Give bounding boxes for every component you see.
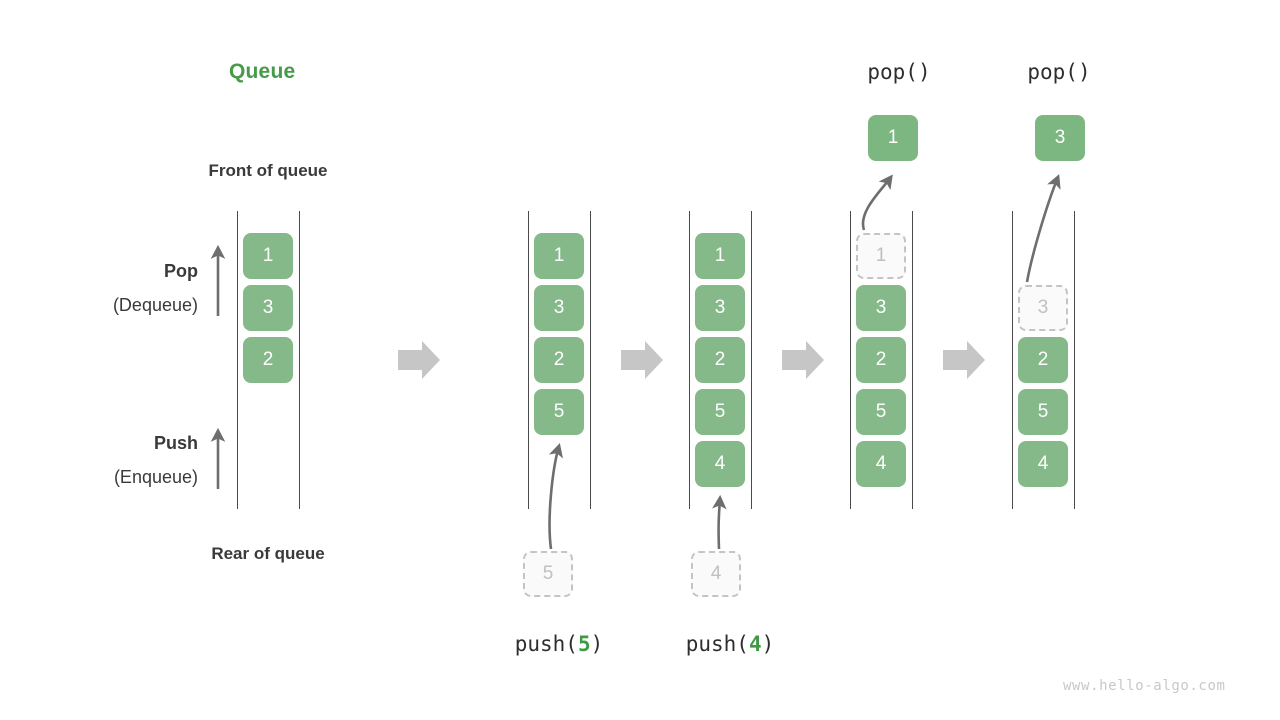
queue-cell-new: 4 <box>695 441 745 487</box>
queue-cell: 2 <box>243 337 293 383</box>
queue-cell: 3 <box>856 285 906 331</box>
operation-label-push-5: push(5) <box>459 632 659 656</box>
operation-label-pop-1: pop() <box>799 60 999 84</box>
queue-rail-right <box>751 211 752 509</box>
queue-cell: 4 <box>856 441 906 487</box>
push-4-arrow <box>712 494 727 550</box>
transition-arrow <box>782 341 824 379</box>
pop-label: Pop <box>164 261 198 281</box>
transition-arrow <box>943 341 985 379</box>
incoming-element-ghost: 4 <box>691 551 741 597</box>
queue-cell: 1 <box>695 233 745 279</box>
queue-rail-left <box>237 211 238 509</box>
popped-element: 3 <box>1035 115 1085 161</box>
queue-cell: 3 <box>243 285 293 331</box>
queue-rail-left <box>528 211 529 509</box>
enqueue-label: (Enqueue) <box>113 467 198 487</box>
queue-cell: 4 <box>1018 441 1068 487</box>
queue-rail-right <box>590 211 591 509</box>
queue-cell: 2 <box>534 337 584 383</box>
op-suffix: ) <box>761 632 775 656</box>
transition-arrow <box>621 341 663 379</box>
op-prefix: pop( <box>867 60 918 84</box>
dequeue-label: (Dequeue) <box>112 295 198 315</box>
op-arg: 5 <box>577 632 591 656</box>
op-suffix: ) <box>1077 60 1091 84</box>
transition-arrow <box>398 341 440 379</box>
queue-cell: 2 <box>695 337 745 383</box>
queue-cell: 5 <box>1018 389 1068 435</box>
front-of-queue-label: Front of queue <box>208 161 328 180</box>
queue-rail-left <box>689 211 690 509</box>
queue-cell-ghost: 3 <box>1018 285 1068 331</box>
op-arg: 4 <box>748 632 762 656</box>
queue-cell-new: 5 <box>534 389 584 435</box>
queue-cell: 1 <box>534 233 584 279</box>
op-prefix: push( <box>685 632 749 656</box>
queue-cell: 3 <box>534 285 584 331</box>
pop-1-arrow <box>861 174 893 231</box>
operation-label-push-4: push(4) <box>630 632 830 656</box>
queue-rail-left <box>850 211 851 509</box>
pop-3-arrow <box>1025 174 1061 283</box>
watermark: www.hello-algo.com <box>1063 678 1226 694</box>
rear-of-queue-label: Rear of queue <box>211 544 325 563</box>
queue-cell: 5 <box>856 389 906 435</box>
queue-rail-right <box>1074 211 1075 509</box>
queue-rail-right <box>299 211 300 509</box>
operation-label-pop-3: pop() <box>959 60 1159 84</box>
queue-cell: 2 <box>1018 337 1068 383</box>
queue-cell: 3 <box>695 285 745 331</box>
page-title: Queue <box>229 60 296 83</box>
queue-cell: 1 <box>243 233 293 279</box>
op-suffix: ) <box>590 632 604 656</box>
queue-rail-left <box>1012 211 1013 509</box>
queue-cell: 2 <box>856 337 906 383</box>
queue-cell-ghost: 1 <box>856 233 906 279</box>
op-prefix: push( <box>514 632 578 656</box>
popped-element: 1 <box>868 115 918 161</box>
push-label: Push <box>153 433 198 453</box>
incoming-element-ghost: 5 <box>523 551 573 597</box>
push-5-arrow <box>548 443 563 550</box>
queue-cell: 5 <box>695 389 745 435</box>
op-prefix: pop( <box>1027 60 1078 84</box>
op-suffix: ) <box>917 60 931 84</box>
queue-rail-right <box>912 211 913 509</box>
